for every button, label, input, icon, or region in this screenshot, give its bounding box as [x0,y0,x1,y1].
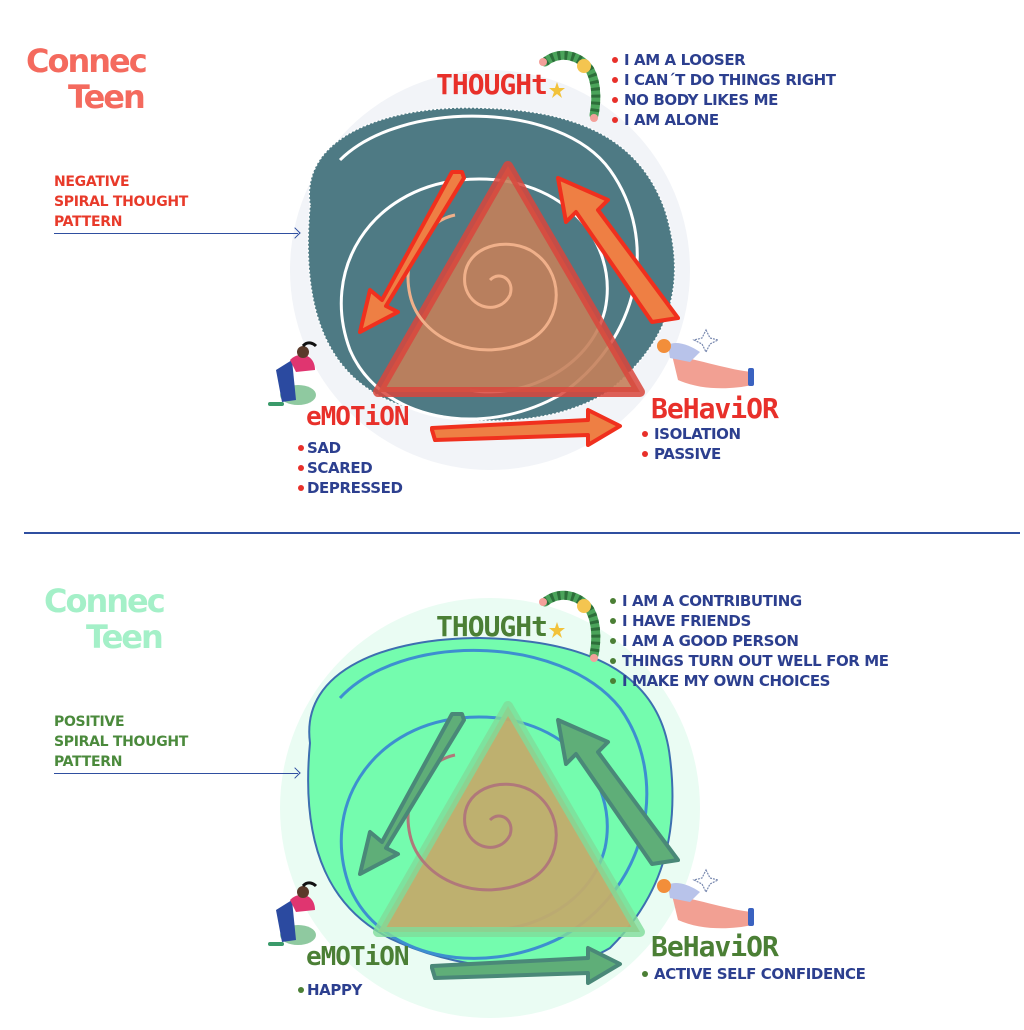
arrow-emotion-to-behavior [430,946,622,985]
outer-spiral [338,114,639,421]
bullet-icon [612,117,618,123]
emotion-list: HAPPY [298,980,362,1000]
arrow-behavior-to-thought [556,718,680,866]
list-item: PASSIVE [642,444,741,464]
behavior-list: ISOLATION PASSIVE [642,424,741,464]
list-item: SAD [298,438,403,458]
emotion-title: eMOTiON [306,942,410,972]
logo-line-1: Connec [26,42,148,80]
triangle [373,701,645,937]
pattern-label: NEGATIVE SPIRAL THOUGHT PATTERN [54,172,188,232]
star-icon [549,82,565,98]
arrow-thought-to-emotion [358,170,466,334]
list-item: ACTIVE SELF CONFIDENCE [642,964,866,984]
negative-diagram [268,50,754,470]
bullet-icon [298,465,304,471]
bullet-icon [612,97,618,103]
emotion-figure-illustration [268,341,318,406]
bullet-icon [642,451,648,457]
pattern-label-line: SPIRAL THOUGHT [54,194,189,210]
list-item: I AM A CONTRIBUTING [610,591,889,611]
star-icon [549,622,565,638]
bullet-icon [610,658,616,664]
arrow-thought-to-emotion [358,712,466,876]
thought-figure-illustration [539,590,601,662]
emotion-figure-illustration [268,881,318,946]
inner-spiral [406,213,558,352]
emotion-title: eMOTiON [306,402,410,432]
thought-figure-illustration [539,50,601,122]
arrow-emotion-to-behavior [430,408,622,447]
list-item: I HAVE FRIENDS [610,611,889,631]
thought-list: I AM A LOOSER I CAN´T DO THINGS RIGHT NO… [612,50,836,130]
behavior-figure-illustration [657,328,754,389]
bullet-icon [610,618,616,624]
list-item: DEPRESSED [298,478,403,498]
bullet-icon [298,987,304,993]
bullet-icon [642,431,648,437]
pattern-label-line: PATTERN [54,754,123,770]
positive-diagram [268,590,754,1018]
pattern-label-line: PATTERN [54,214,123,230]
list-item: ISOLATION [642,424,741,444]
emotion-list: SAD SCARED DEPRESSED [298,438,403,498]
list-item: NO BODY LIKES ME [612,90,836,110]
triangle [373,161,645,397]
pattern-label-line: SPIRAL THOUGHT [54,734,189,750]
logo-line-1: Connec [44,582,166,620]
bullet-icon [612,77,618,83]
bullet-icon [642,971,648,977]
thought-list: I AM A CONTRIBUTING I HAVE FRIENDS I AM … [610,591,889,691]
thought-title: THOUGHt [436,610,548,643]
list-item: I AM ALONE [612,110,836,130]
list-item: I AM A GOOD PERSON [610,631,889,651]
behavior-title: BeHaviOR [651,392,779,425]
bullet-icon [610,638,616,644]
list-item: SCARED [298,458,403,478]
behavior-title: BeHaviOR [651,930,779,963]
arrow-behavior-to-thought [556,176,680,324]
connecteen-logo: Connec Teen [22,42,172,142]
thought-title: THOUGHt [436,68,548,101]
bullet-icon [610,598,616,604]
list-item: I AM A LOOSER [612,50,836,70]
list-item: I MAKE MY OWN CHOICES [610,671,889,691]
inner-spiral [406,753,558,892]
bullet-icon [298,485,304,491]
pattern-label-line: NEGATIVE [54,174,130,190]
negative-panel: Connec Teen NEGATIVE SPIRAL THOUGHT PATT… [0,0,1024,512]
pointer-line [54,773,298,774]
behavior-list: ACTIVE SELF CONFIDENCE [642,964,866,984]
positive-panel: Connec Teen POSITIVE SPIRAL THOUGHT PATT… [0,518,1024,1030]
section-divider [24,532,1020,534]
pattern-label-line: POSITIVE [54,714,125,730]
logo-line-2: Teen [86,618,164,656]
pointer-line [54,233,298,234]
bullet-icon [298,445,304,451]
behavior-figure-illustration [657,868,754,929]
list-item: I CAN´T DO THINGS RIGHT [612,70,836,90]
list-item: HAPPY [298,980,362,1000]
outer-spiral [338,648,649,960]
bullet-icon [612,57,618,63]
connecteen-logo: Connec Teen [40,582,190,682]
logo-line-2: Teen [68,78,146,116]
bullet-icon [610,678,616,684]
list-item: THINGS TURN OUT WELL FOR ME [610,651,889,671]
pattern-label: POSITIVE SPIRAL THOUGHT PATTERN [54,712,188,772]
